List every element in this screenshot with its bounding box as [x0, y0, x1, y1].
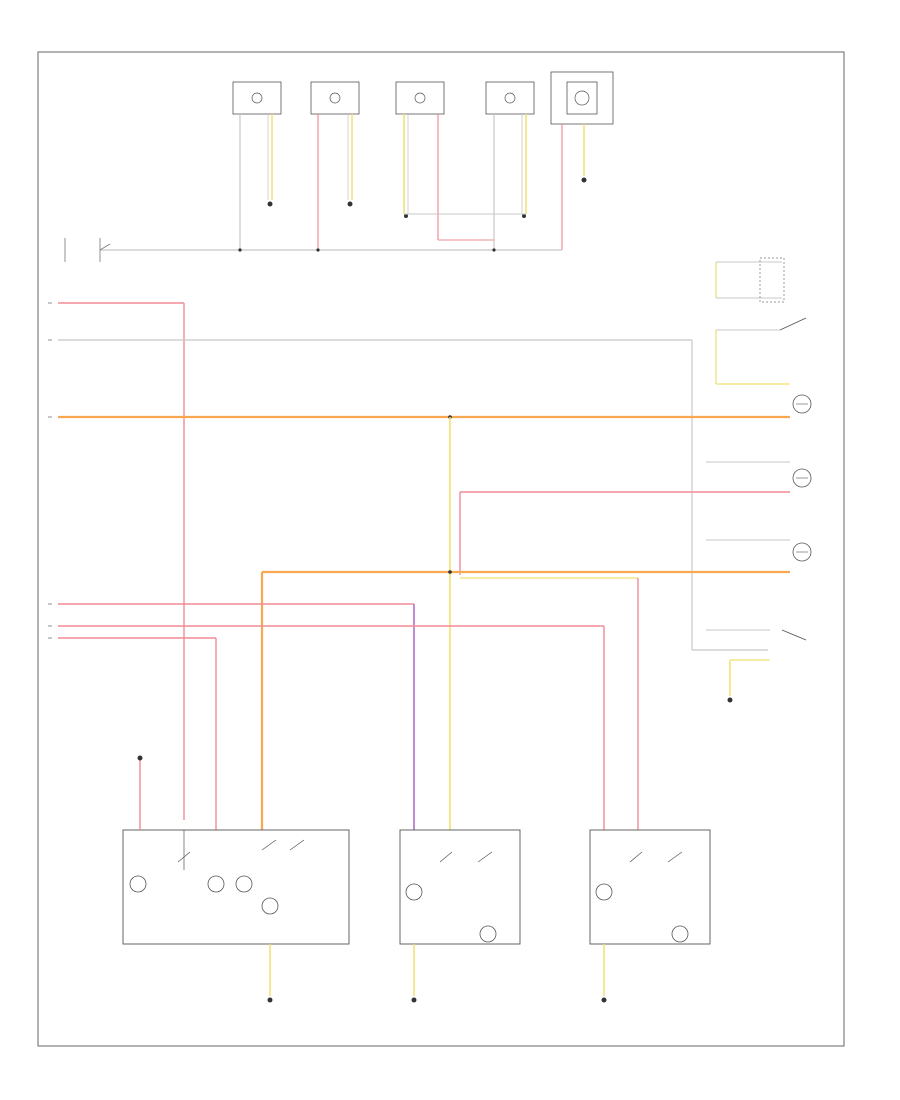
- wire-orange-mid: [260, 570, 790, 830]
- module-right: [589, 829, 711, 1003]
- ground-symbol: [581, 177, 587, 183]
- top-bus: [64, 238, 562, 262]
- wire-red-branch: [459, 491, 790, 575]
- right-lamp-3: [706, 539, 812, 562]
- wire-purple: [58, 603, 415, 830]
- right-switch-2: [706, 629, 807, 703]
- top-component-4: [485, 81, 535, 250]
- right-switch-1: [715, 317, 807, 385]
- ground-symbol: [601, 997, 607, 1003]
- ground-symbol: [267, 997, 273, 1003]
- right-lamp-2: [706, 461, 812, 488]
- top-component-1: [232, 81, 282, 250]
- wire-red-3: [58, 637, 217, 830]
- wire-gray-1: [58, 339, 768, 651]
- top-component-5: [550, 71, 614, 250]
- right-component-top: [715, 257, 785, 303]
- ground-symbol: [727, 697, 733, 703]
- wire-orange-main: [58, 415, 790, 419]
- module-center: [399, 829, 521, 1003]
- right-lamp-1: [792, 394, 812, 414]
- wire-red-2: [58, 625, 605, 830]
- top-component-3: [395, 81, 445, 240]
- ground-symbol: [411, 997, 417, 1003]
- left-connector-stubs: [48, 302, 52, 639]
- diagram-frame: [37, 51, 845, 1047]
- module-left: [122, 755, 350, 1003]
- wire-red-1: [58, 302, 185, 820]
- ground-symbol: [267, 201, 273, 207]
- top-component-2: [310, 81, 360, 250]
- ground-symbol: [347, 201, 353, 207]
